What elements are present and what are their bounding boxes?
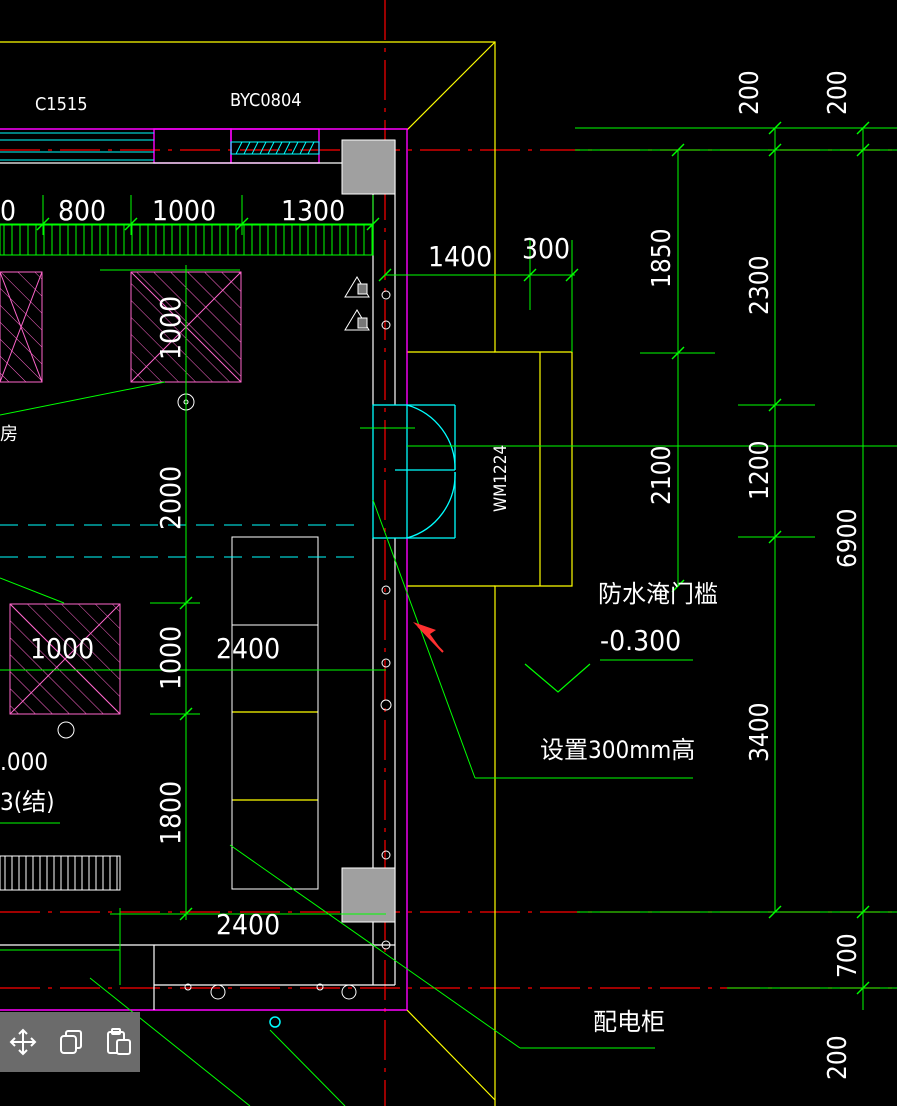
column-bottom [341, 867, 396, 923]
move-icon [9, 1028, 37, 1056]
dim-1300: 1300 [281, 194, 345, 227]
note-height: 设置300mm高 [540, 736, 695, 764]
window-c1515 [0, 132, 154, 161]
dim-1000-top: 1000 [152, 194, 216, 227]
dim-1000-v: 1000 [154, 626, 187, 690]
dim-1400: 1400 [428, 240, 492, 273]
railing [0, 224, 374, 256]
dim-right-200-b: 200 [823, 70, 853, 115]
cyan-marker [269, 1016, 281, 1028]
note-elevation: -0.300 [600, 624, 681, 657]
note-cabinet: 配电柜 [593, 1008, 665, 1036]
elevation-label-partial: .000 [0, 748, 48, 776]
dimension-lines [0, 127, 897, 1106]
annotation-arrow [413, 622, 444, 653]
window-byc0804 [230, 141, 320, 155]
equipment-box-2 [9, 603, 121, 715]
structure-label-partial: 3(结) [0, 788, 55, 816]
dim-right-2100: 2100 [647, 445, 677, 505]
dim-800: 800 [58, 194, 106, 227]
cabinet-stack [231, 536, 319, 890]
room-label-partial: 房 [0, 424, 18, 445]
bottom-grate [0, 855, 121, 891]
dim-ticks [36, 121, 870, 995]
copy-tool-button[interactable] [52, 1023, 90, 1061]
floating-toolbar [0, 1012, 140, 1072]
cyan-dashed-lines [0, 524, 355, 558]
move-tool-button[interactable] [4, 1023, 42, 1061]
dim-right-2300: 2300 [745, 255, 775, 315]
dim-right-200-c: 200 [823, 1035, 853, 1080]
dim-1800: 1800 [154, 781, 187, 845]
text-labels: C1515 BYC0804 WM1224 房 .000 3(结) 防水淹门槛 -… [0, 90, 718, 1036]
dim-right-1200: 1200 [745, 440, 775, 500]
door-label-wm1224: WM1224 [491, 445, 511, 512]
dim-1000-box1: 1000 [154, 296, 187, 360]
copy-icon [60, 1030, 82, 1054]
column-top [341, 139, 396, 195]
dimension-texts: 0 800 1000 1300 1400 300 1000 2000 1000 … [0, 70, 863, 1080]
dim-right-3400: 3400 [745, 702, 775, 762]
dim-0: 0 [0, 194, 16, 227]
window-label-c1515: C1515 [35, 94, 88, 115]
dim-2400-mid: 2400 [216, 632, 280, 665]
dim-1000-box2: 1000 [30, 632, 94, 665]
note-threshold: 防水淹门槛 [598, 580, 718, 608]
dim-300: 300 [522, 232, 570, 265]
window-label-byc0804: BYC0804 [230, 90, 302, 111]
triangle-symbols [57, 276, 392, 1000]
dim-2400-bot: 2400 [216, 908, 280, 941]
dim-right-1850: 1850 [647, 228, 677, 288]
dim-2000: 2000 [154, 466, 187, 530]
dim-right-700: 700 [833, 933, 863, 978]
paste-icon [107, 1028, 131, 1055]
elevation-marker [524, 663, 591, 693]
paste-tool-button[interactable] [100, 1023, 138, 1061]
door-wm1224 [372, 404, 456, 539]
equipment-box-left-top [0, 271, 43, 383]
dim-right-200-a: 200 [735, 70, 765, 115]
dim-right-6900: 6900 [833, 508, 863, 568]
